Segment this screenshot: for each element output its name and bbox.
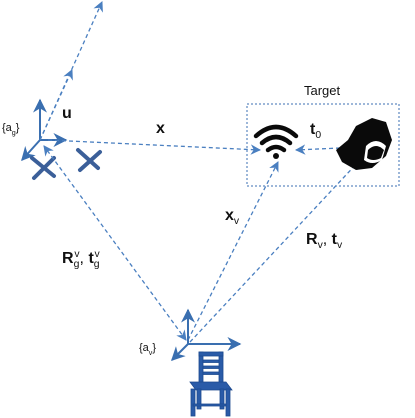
av-frame-label: {av}: [139, 343, 156, 357]
camera-icon: [336, 118, 392, 170]
av-open: {a: [139, 342, 149, 354]
x-vector: [47, 139, 262, 155]
av-close: }: [152, 342, 157, 354]
rv-sub: v: [317, 240, 323, 251]
ag-close: }: [15, 122, 20, 134]
wifi-signal-icon: [253, 124, 299, 159]
t0-vector: [294, 144, 341, 155]
tv-sub: v: [336, 240, 343, 251]
u-label: u: [62, 105, 72, 122]
chair-icon: [189, 351, 233, 417]
target-title: Target: [304, 83, 341, 98]
rv-main: R: [306, 231, 318, 248]
rg-comma: ,: [79, 250, 89, 267]
rg-sub: g: [73, 259, 80, 270]
tg-sup: v: [94, 249, 100, 260]
rg-tg-vector: [43, 145, 187, 341]
xv-label: xv: [225, 208, 239, 227]
ag-frame-axes: [21, 98, 68, 162]
x-label: x: [156, 120, 165, 137]
xv-sub: v: [233, 216, 240, 227]
target-box: [246, 103, 400, 187]
xv-main: x: [225, 207, 234, 224]
u-vector-short: [39, 69, 73, 141]
tg-main: t: [88, 250, 94, 267]
tv-main: t: [331, 231, 337, 248]
ag-open: {a: [2, 122, 12, 134]
t0-label: t0: [310, 122, 321, 141]
t0-main: t: [310, 121, 316, 138]
t0-sub: 0: [315, 130, 322, 141]
rg-main: R: [62, 250, 74, 267]
uav-icon: [30, 148, 102, 180]
rv-tv-label: Rv, tv: [306, 232, 342, 251]
u-vector: [39, 1, 103, 141]
rg-sup: v: [74, 249, 80, 260]
xv-vector: [187, 161, 279, 341]
rv-comma: ,: [322, 231, 332, 248]
rg-tg-label: Rgv, tgv: [62, 249, 100, 270]
ag-sub: g: [11, 129, 16, 137]
av-sub: v: [148, 349, 153, 357]
tg-sub: g: [93, 259, 100, 270]
ag-frame-label: {ag}: [2, 123, 19, 137]
av-frame-axes: [171, 308, 242, 361]
